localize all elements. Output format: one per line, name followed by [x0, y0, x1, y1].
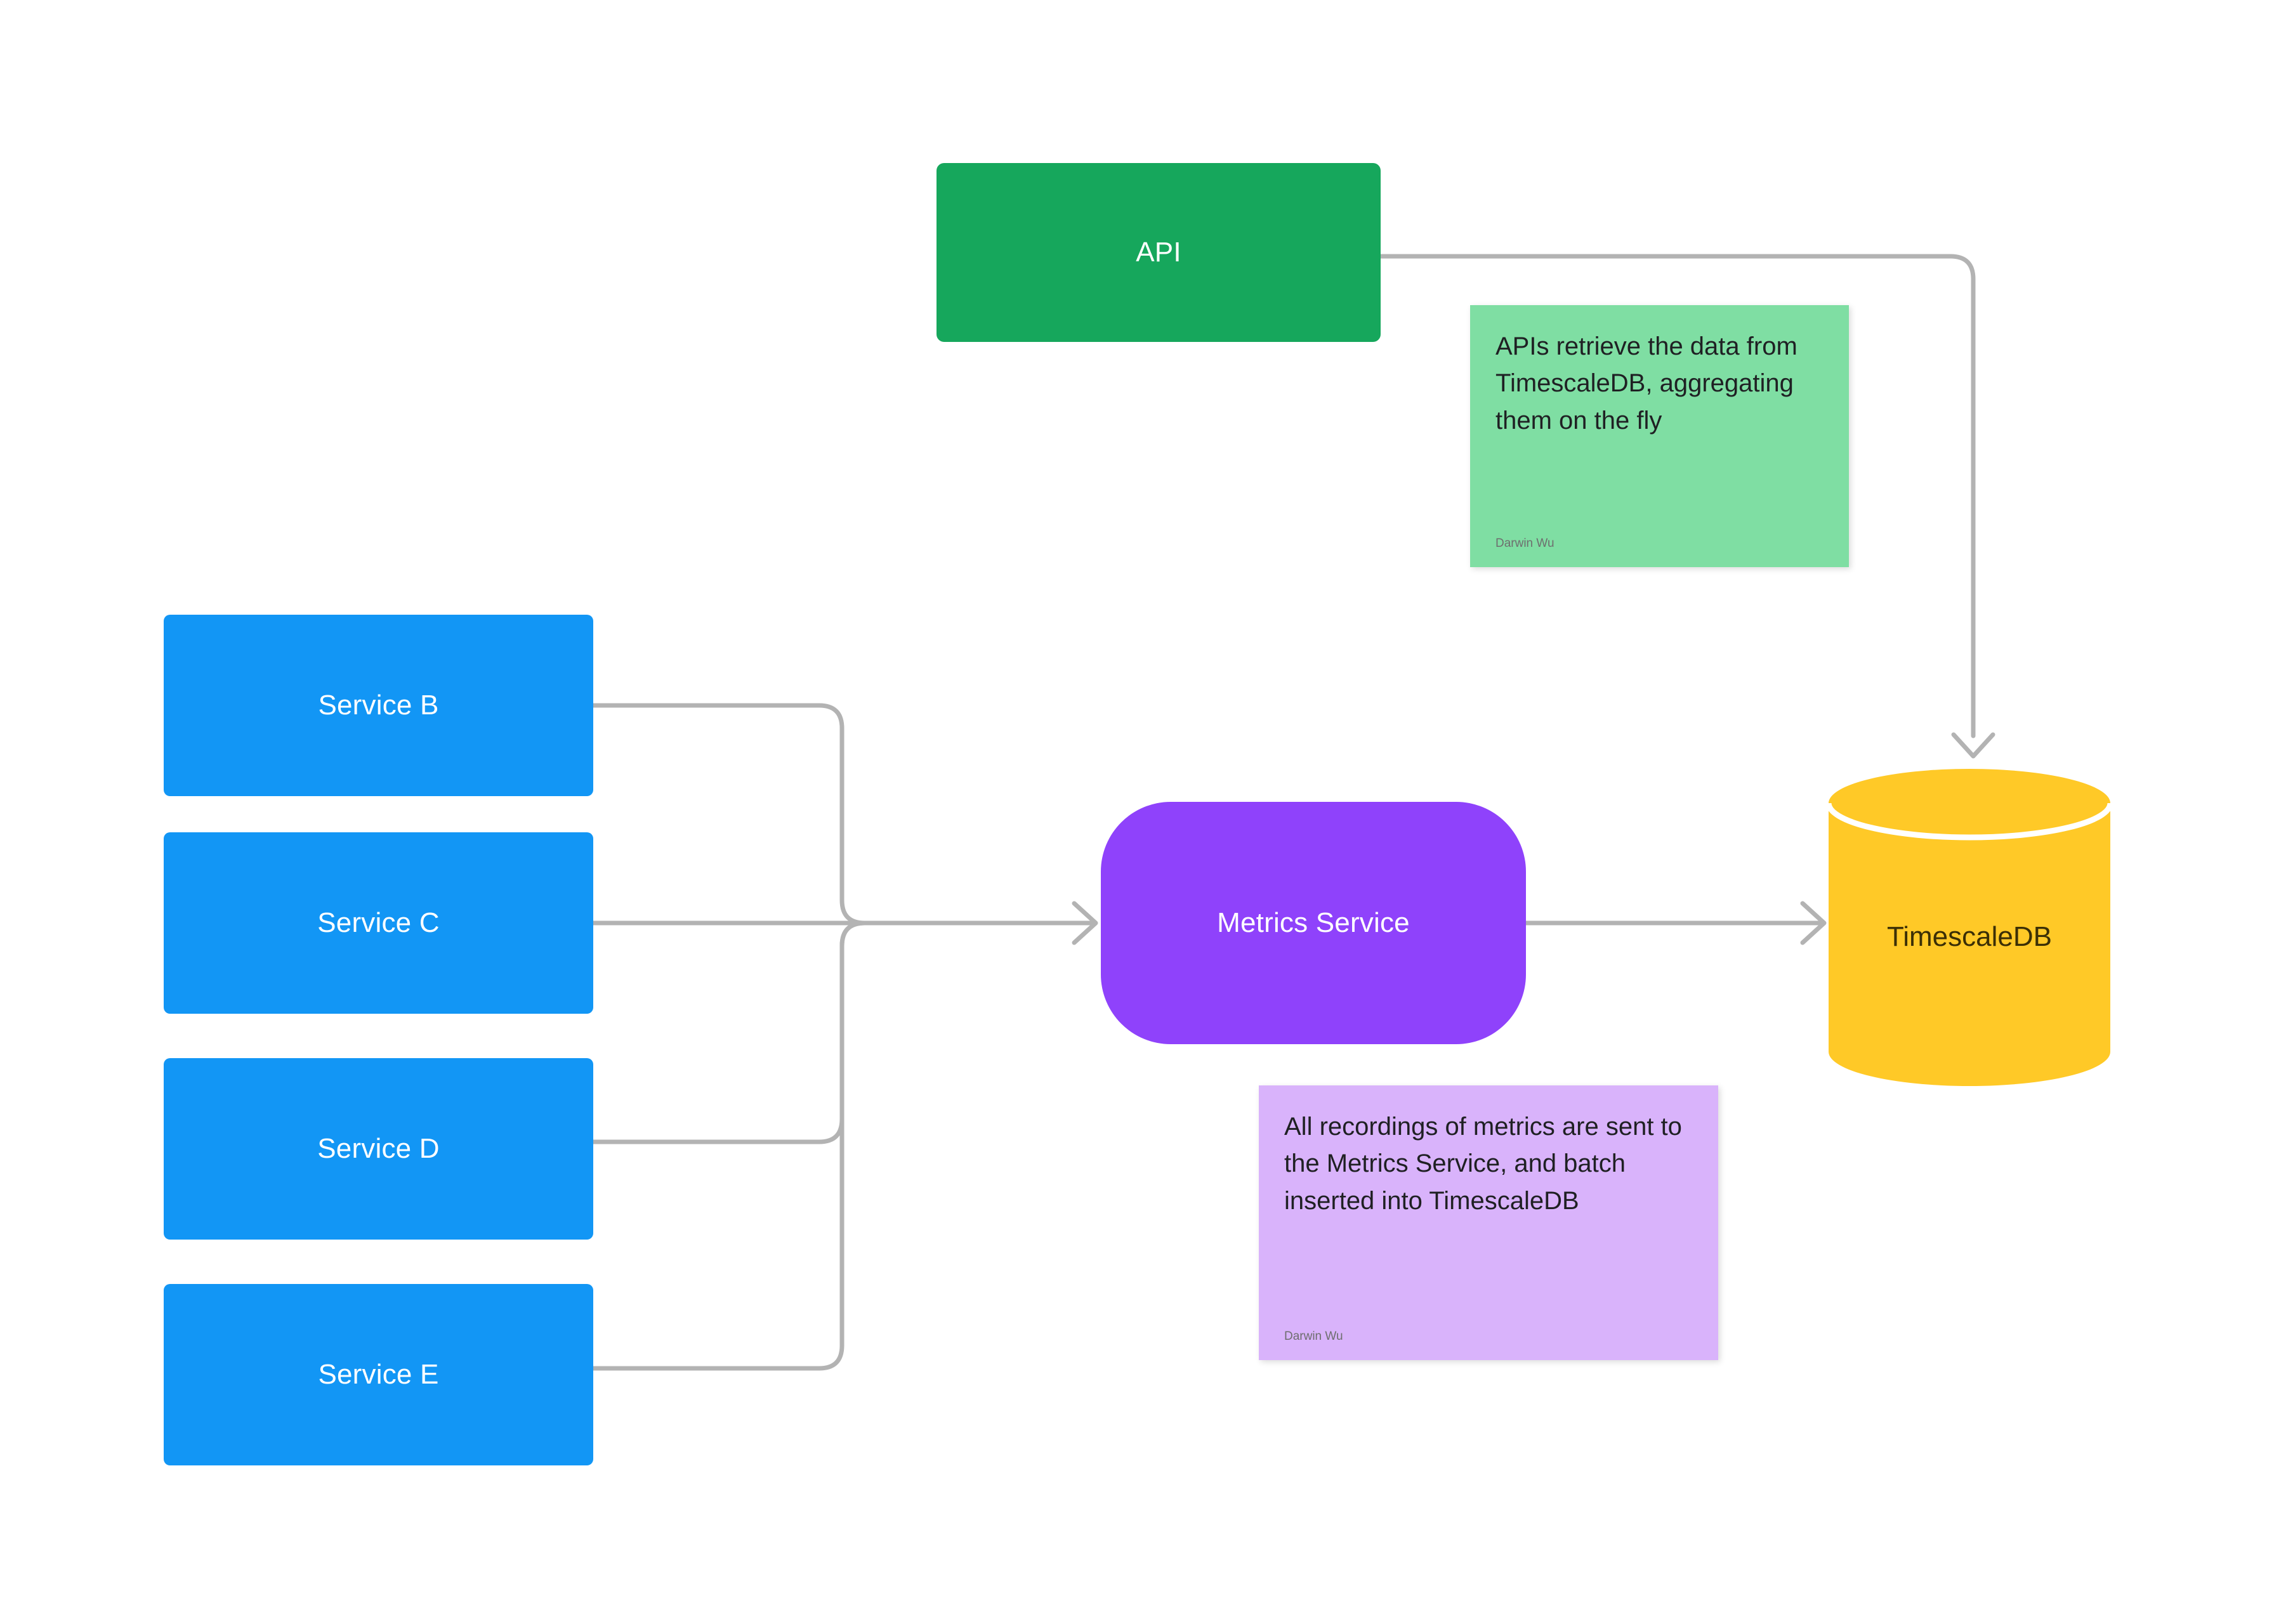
node-service-d[interactable]: Service D: [164, 1058, 593, 1240]
node-api[interactable]: API: [937, 163, 1381, 342]
connector-service-b-to-trunk: [591, 703, 867, 926]
sticky-note-api-text: APIs retrieve the data from TimescaleDB,…: [1495, 332, 1798, 435]
node-metrics-service-label: Metrics Service: [1217, 907, 1410, 938]
sticky-note-metrics-author: Darwin Wu: [1284, 1330, 1343, 1343]
node-service-c-label: Service C: [317, 907, 440, 938]
sticky-note-metrics-text: All recordings of metrics are sent to th…: [1284, 1113, 1682, 1215]
node-database[interactable]: TimescaleDB: [1829, 769, 2110, 1086]
node-service-e-label: Service E: [318, 1358, 439, 1390]
database-cylinder-icon: [1829, 769, 2110, 1086]
node-service-b-label: Service B: [318, 689, 439, 721]
arrowhead-into-database-icon: [1800, 901, 1827, 945]
sticky-note-metrics[interactable]: All recordings of metrics are sent to th…: [1259, 1085, 1718, 1360]
connector-service-e-to-trunk: [591, 920, 867, 1371]
node-service-b[interactable]: Service B: [164, 615, 593, 796]
arrowhead-into-metrics-icon: [1072, 901, 1098, 945]
node-service-c[interactable]: Service C: [164, 832, 593, 1014]
node-database-label: TimescaleDB: [1887, 921, 2052, 952]
node-metrics-service[interactable]: Metrics Service: [1101, 802, 1526, 1044]
arrowhead-into-database-top-icon: [1951, 732, 1995, 759]
connector-service-d-to-trunk: [591, 920, 867, 1144]
node-service-e[interactable]: Service E: [164, 1284, 593, 1465]
node-api-label: API: [1136, 236, 1181, 268]
sticky-note-api-author: Darwin Wu: [1495, 537, 1554, 550]
sticky-note-api[interactable]: APIs retrieve the data from TimescaleDB,…: [1470, 305, 1849, 567]
node-service-d-label: Service D: [317, 1132, 440, 1164]
